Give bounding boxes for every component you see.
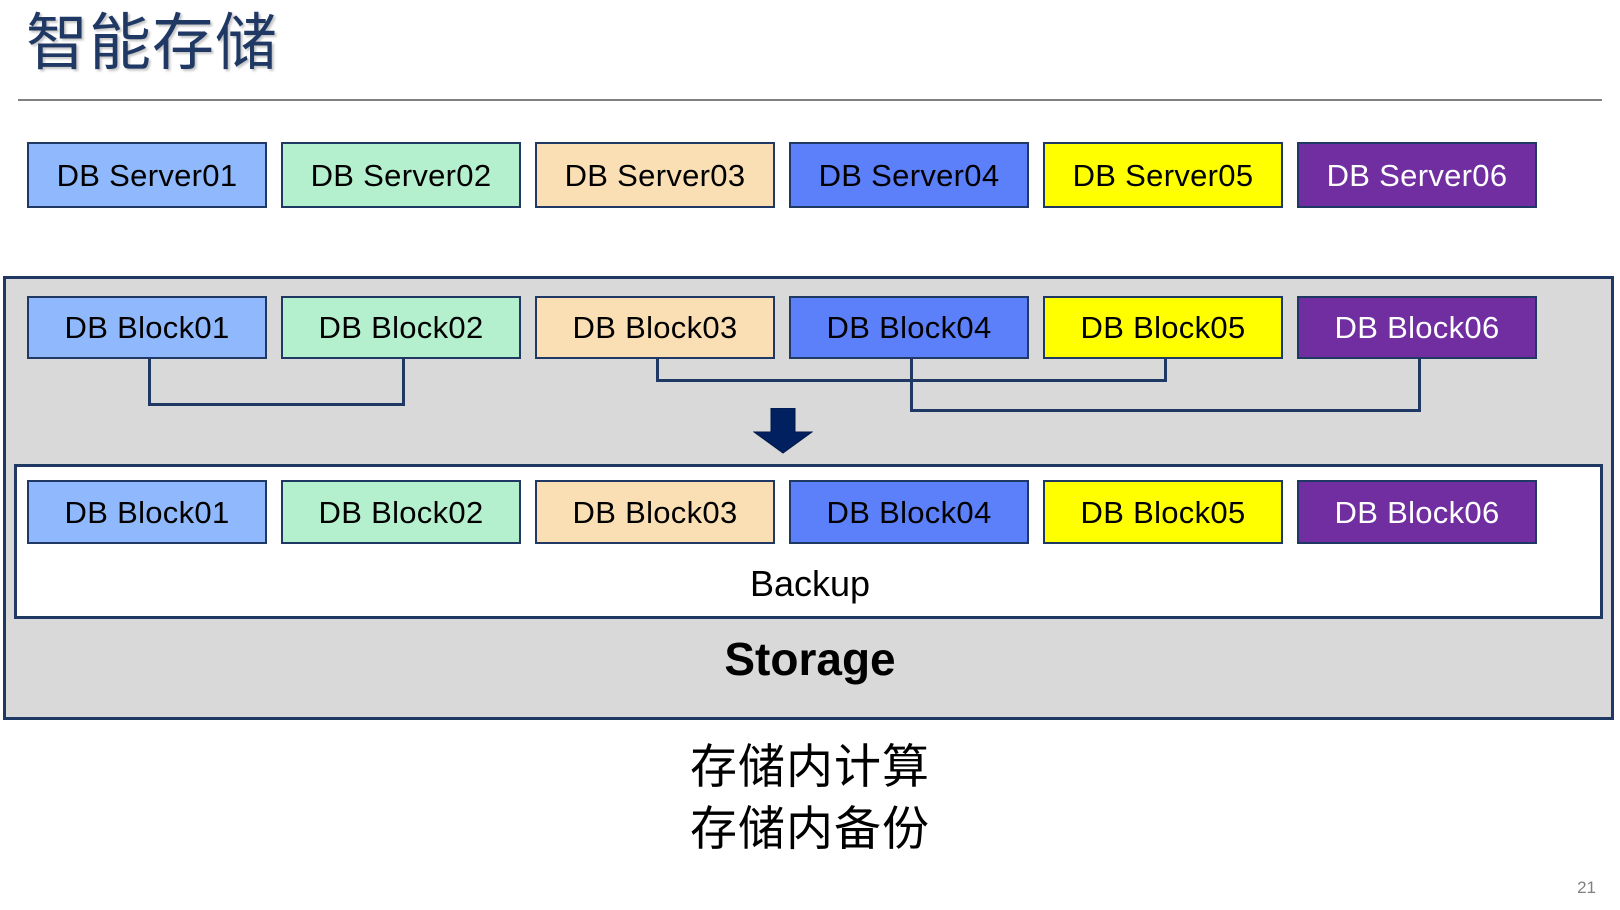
backup-arrow-icon [752, 407, 814, 454]
connector-drop-block04 [910, 359, 913, 412]
storage-label: Storage [724, 633, 896, 685]
backup-label: Backup [749, 563, 871, 604]
db-block-bottom-box-3[interactable]: DB Block03 [535, 480, 775, 544]
connector-drop-block02 [402, 359, 405, 406]
db-server-box-5[interactable]: DB Server05 [1043, 142, 1283, 208]
db-block-top-box-5[interactable]: DB Block05 [1043, 296, 1283, 359]
db-block-top-box-2[interactable]: DB Block02 [281, 296, 521, 359]
db-block-top-box-3[interactable]: DB Block03 [535, 296, 775, 359]
page-title: 智能存储 [26, 9, 279, 78]
db-block-bottom-box-1[interactable]: DB Block01 [27, 480, 267, 544]
db-server-box-6[interactable]: DB Server06 [1297, 142, 1537, 208]
connector-bar-block04-06 [910, 409, 1421, 412]
db-server-box-1[interactable]: DB Server01 [27, 142, 267, 208]
db-server-box-4[interactable]: DB Server04 [789, 142, 1029, 208]
db-block-bottom-box-4[interactable]: DB Block04 [789, 480, 1029, 544]
db-server-box-2[interactable]: DB Server02 [281, 142, 521, 208]
slide-caption: 存储内计算 存储内备份 [0, 736, 1620, 860]
db-block-top-box-6[interactable]: DB Block06 [1297, 296, 1537, 359]
db-block-top-box-1[interactable]: DB Block01 [27, 296, 267, 359]
db-block-bottom-box-2[interactable]: DB Block02 [281, 480, 521, 544]
title-divider [18, 99, 1602, 101]
connector-bar-block01-02 [148, 403, 405, 406]
db-block-top-box-4[interactable]: DB Block04 [789, 296, 1029, 359]
db-block-bottom-box-5[interactable]: DB Block05 [1043, 480, 1283, 544]
connector-drop-block06 [1418, 359, 1421, 412]
connector-bar-block03-05 [656, 379, 1167, 382]
caption-line-1: 存储内计算 [690, 740, 930, 793]
connector-drop-block01 [148, 359, 151, 406]
db-block-bottom-box-6[interactable]: DB Block06 [1297, 480, 1537, 544]
caption-line-2: 存储内备份 [690, 802, 930, 855]
db-server-box-3[interactable]: DB Server03 [535, 142, 775, 208]
connector-drop-block03 [656, 359, 659, 382]
page-number: 21 [1577, 878, 1596, 897]
connector-drop-block05 [1164, 359, 1167, 382]
